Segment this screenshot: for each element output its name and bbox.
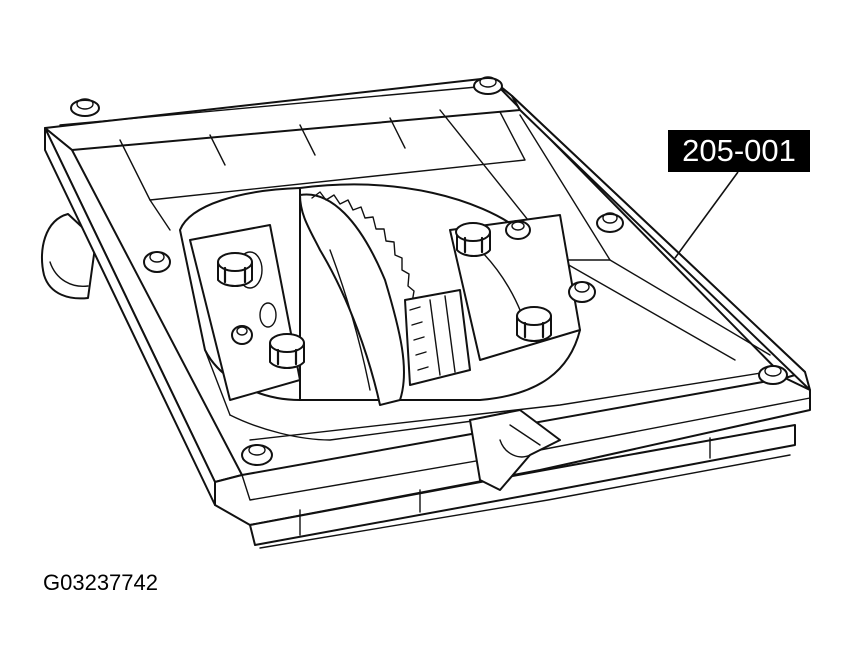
bolt-lower-left <box>269 333 305 369</box>
housing-stud-right <box>568 281 596 303</box>
bolt-upper-right <box>455 222 491 257</box>
housing-stud-left <box>231 325 253 345</box>
ring-gear <box>299 191 419 406</box>
fixture-frame <box>44 77 811 549</box>
left-mounting-boss <box>40 213 97 300</box>
frame-stud-left <box>143 251 171 273</box>
frame-stud-right <box>596 212 624 233</box>
frame-stud-top-right <box>473 76 503 95</box>
bolt-upper-left <box>217 252 253 287</box>
pinion-gear <box>404 289 471 386</box>
frame-stud-top-left <box>70 98 100 117</box>
bolt-lower-right <box>516 306 552 342</box>
housing-stud-upper <box>505 220 531 240</box>
front-bracket <box>469 409 561 491</box>
figure-id-label: G03237742 <box>43 570 158 595</box>
tool-number-callout: 205-001 <box>668 130 810 172</box>
callout-leader-line <box>674 171 739 259</box>
frame-stud-bottom-right <box>758 365 788 385</box>
frame-ribs <box>119 109 781 441</box>
frame-stud-bottom-left <box>241 444 273 466</box>
